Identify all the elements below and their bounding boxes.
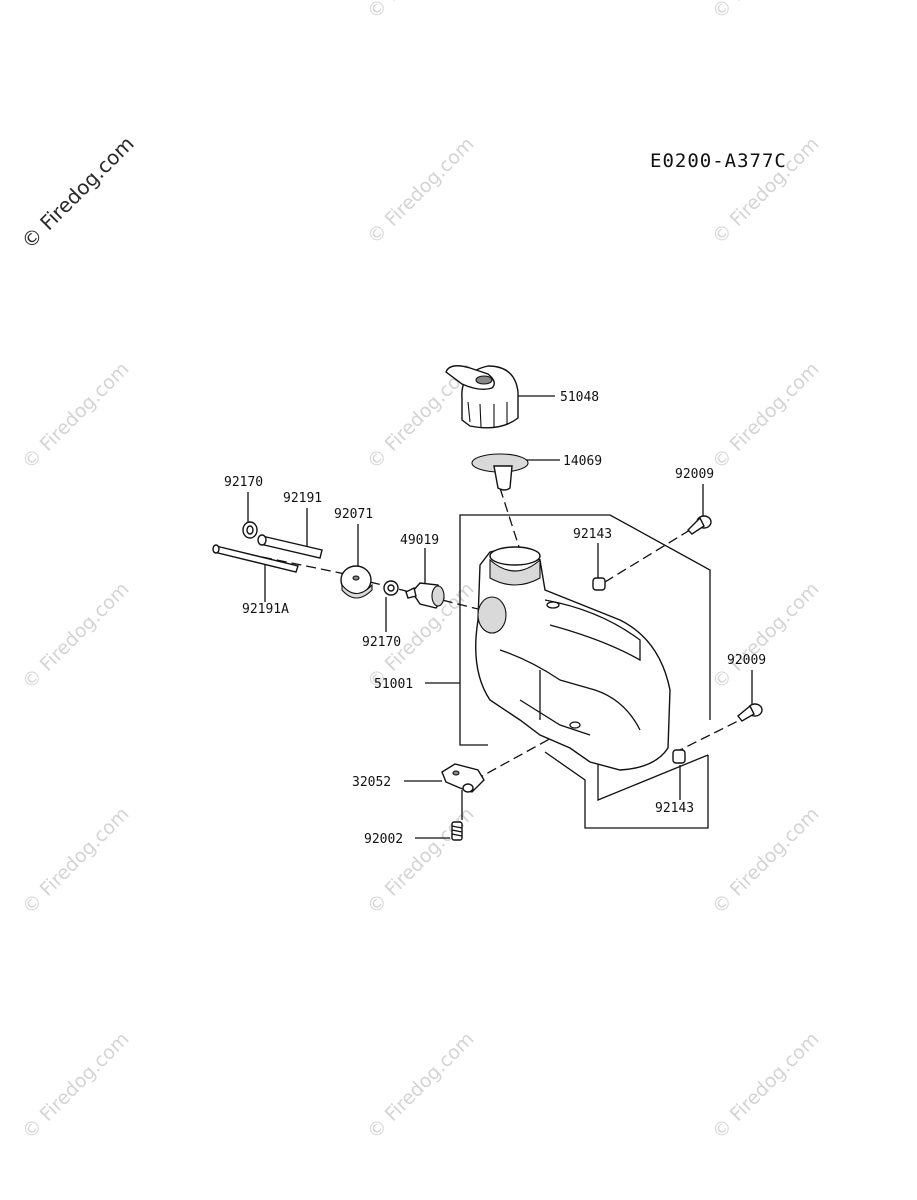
watermark-text: © Firedog.com — [363, 0, 478, 24]
label-bushing-bottom: 92143 — [655, 801, 694, 816]
label-bushing-top: 92143 — [573, 527, 612, 542]
fuel-filter — [405, 582, 445, 609]
filter-screen — [471, 453, 529, 491]
watermark-text: © Firedog.com — [708, 358, 823, 473]
label-bracket: 32052 — [352, 775, 391, 790]
bracket — [441, 763, 485, 793]
label-cap: 51048 — [560, 390, 599, 405]
label-screw: 92002 — [364, 832, 403, 847]
hose-a — [212, 544, 299, 573]
bushing-top — [592, 577, 606, 591]
label-ring-lower: 92170 — [362, 635, 401, 650]
watermark-text: © Firedog.com — [708, 578, 823, 693]
watermark-text: © Firedog.com — [363, 803, 478, 918]
watermark-text: © Firedog.com — [708, 1028, 823, 1143]
bolt-right — [737, 703, 763, 722]
screw — [451, 821, 463, 841]
bolt-top — [687, 515, 712, 535]
label-tank: 51001 — [374, 677, 413, 692]
bushing-bottom — [672, 749, 686, 764]
watermark-text: © Firedog.com — [18, 578, 133, 693]
ring-lower — [383, 580, 399, 596]
watermark-text: © Firedog.com — [17, 131, 139, 253]
label-fuel-filter: 49019 — [400, 533, 439, 548]
label-grommet: 92071 — [334, 507, 373, 522]
label-bolt-right: 92009 — [727, 653, 766, 668]
part-labels: 51048 14069 92009 92143 92009 92143 9217… — [224, 390, 766, 847]
fuel-tank — [475, 546, 671, 771]
label-bolt-top: 92009 — [675, 467, 714, 482]
watermark-layer: © Firedog.com © Firedog.com © Firedog.com ©… — [17, 0, 824, 1144]
diagram-code: E0200-A377C — [650, 150, 787, 172]
watermark-text: © Firedog.com — [708, 803, 823, 918]
label-hose: 92191 — [283, 491, 322, 506]
watermark-text: © Firedog.com — [708, 0, 823, 24]
label-hose-a: 92191A — [242, 602, 289, 617]
label-ring-left: 92170 — [224, 475, 263, 490]
watermark-text: © Firedog.com — [18, 358, 133, 473]
grommet — [340, 565, 373, 599]
watermark-text: © Firedog.com — [18, 1028, 133, 1143]
label-filter: 14069 — [563, 454, 602, 469]
fuel-cap — [445, 365, 519, 429]
watermark-text: © Firedog.com — [708, 133, 823, 248]
hose — [257, 534, 323, 559]
watermark-text: © Firedog.com — [363, 1028, 478, 1143]
watermark-text: © Firedog.com — [363, 133, 478, 248]
watermark-text: © Firedog.com — [18, 803, 133, 918]
ring-left — [242, 521, 258, 539]
